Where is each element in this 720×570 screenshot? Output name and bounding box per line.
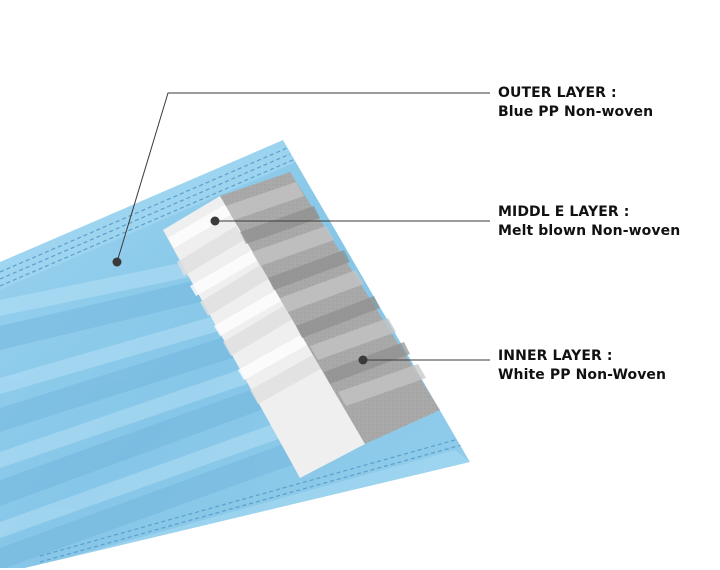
inner-layer-description: White PP Non-Woven bbox=[498, 367, 667, 383]
callout-dot-inner bbox=[358, 355, 368, 365]
inner-white-strip bbox=[163, 196, 365, 478]
melt-blown-gray-layer bbox=[220, 172, 440, 444]
leader-line-outer bbox=[116, 92, 490, 263]
outer-layer-label: OUTER LAYER : Blue PP Non-woven bbox=[498, 84, 653, 122]
callout-dot-outer bbox=[112, 257, 122, 267]
callout-dot-middle bbox=[210, 216, 220, 226]
middle-layer-label: MIDDL E LAYER : Melt blown Non-woven bbox=[498, 203, 680, 241]
outer-layer-description: Blue PP Non-woven bbox=[498, 104, 654, 120]
inner-layer-title: INNER LAYER : bbox=[498, 348, 613, 364]
middle-layer-title: MIDDL E LAYER : bbox=[498, 204, 630, 220]
inner-layer-label: INNER LAYER : White PP Non-Woven bbox=[498, 347, 666, 385]
middle-layer-description: Melt blown Non-woven bbox=[498, 223, 681, 239]
outer-layer-fabric bbox=[0, 140, 470, 568]
outer-layer-title: OUTER LAYER : bbox=[498, 85, 617, 101]
